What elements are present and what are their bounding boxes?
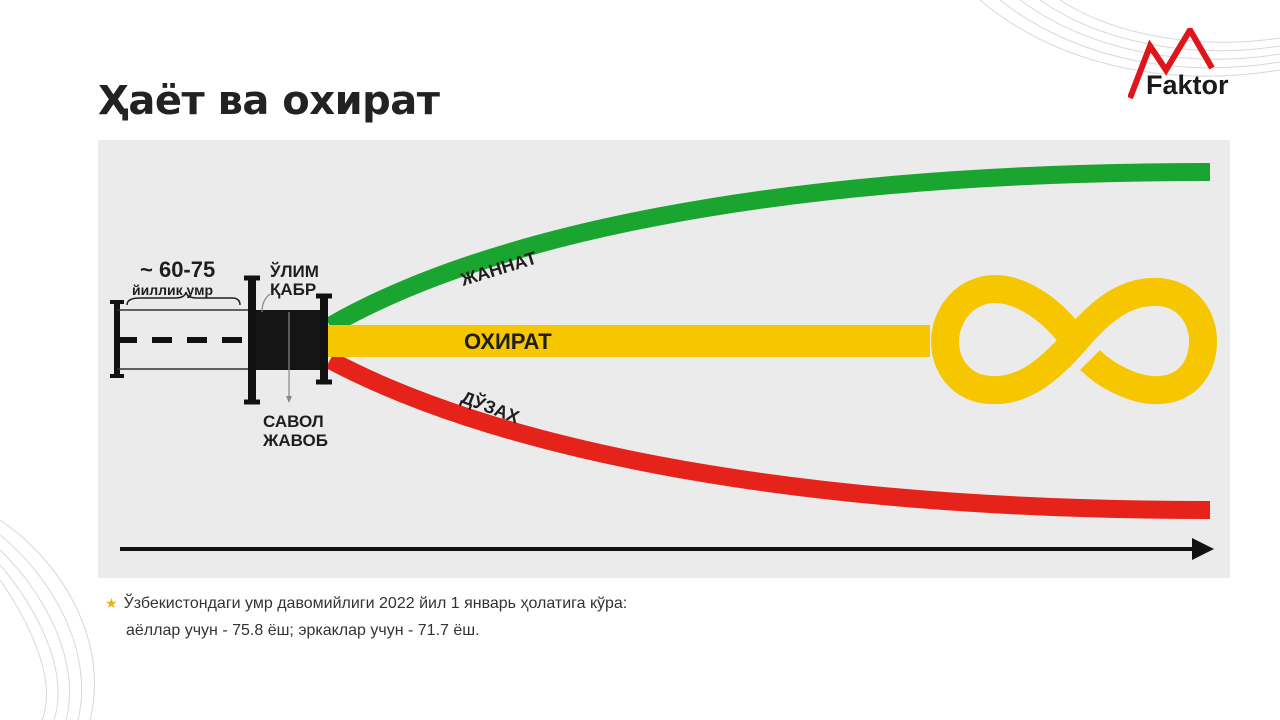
lifespan-value: ~ 60-75 [140, 257, 215, 282]
logo-text: Faktor [1146, 70, 1229, 100]
question-label: САВОЛ [263, 412, 324, 431]
hell-path [325, 352, 1211, 519]
footnote-line-2: аёллар учун - 75.8 ёш; эркаклар учун - 7… [126, 622, 480, 639]
arrow-head-icon [1192, 538, 1214, 560]
grave-label: ҚАБР [270, 280, 316, 299]
paradise-path [325, 163, 1211, 334]
footnote: ★ Ўзбекистондаги умр давомийлиги 2022 йил… [105, 590, 627, 644]
page-title: Ҳаёт ва охират [98, 78, 440, 124]
death-label: ЎЛИМ [269, 261, 319, 281]
afterlife-label: ОХИРАТ [464, 329, 552, 354]
infinity-icon [930, 275, 1218, 405]
answer-label: ЖАВОБ [262, 431, 328, 450]
star-icon: ★ [105, 595, 118, 611]
lifespan-label: йиллик умр [132, 282, 213, 298]
faktor-logo-icon [1128, 28, 1215, 100]
footnote-line-1: Ўзбекистондаги умр давомийлиги 2022 йил … [123, 595, 628, 612]
afterlife-bar [328, 325, 930, 357]
grave-block [256, 310, 326, 370]
brace-icon [126, 291, 241, 306]
